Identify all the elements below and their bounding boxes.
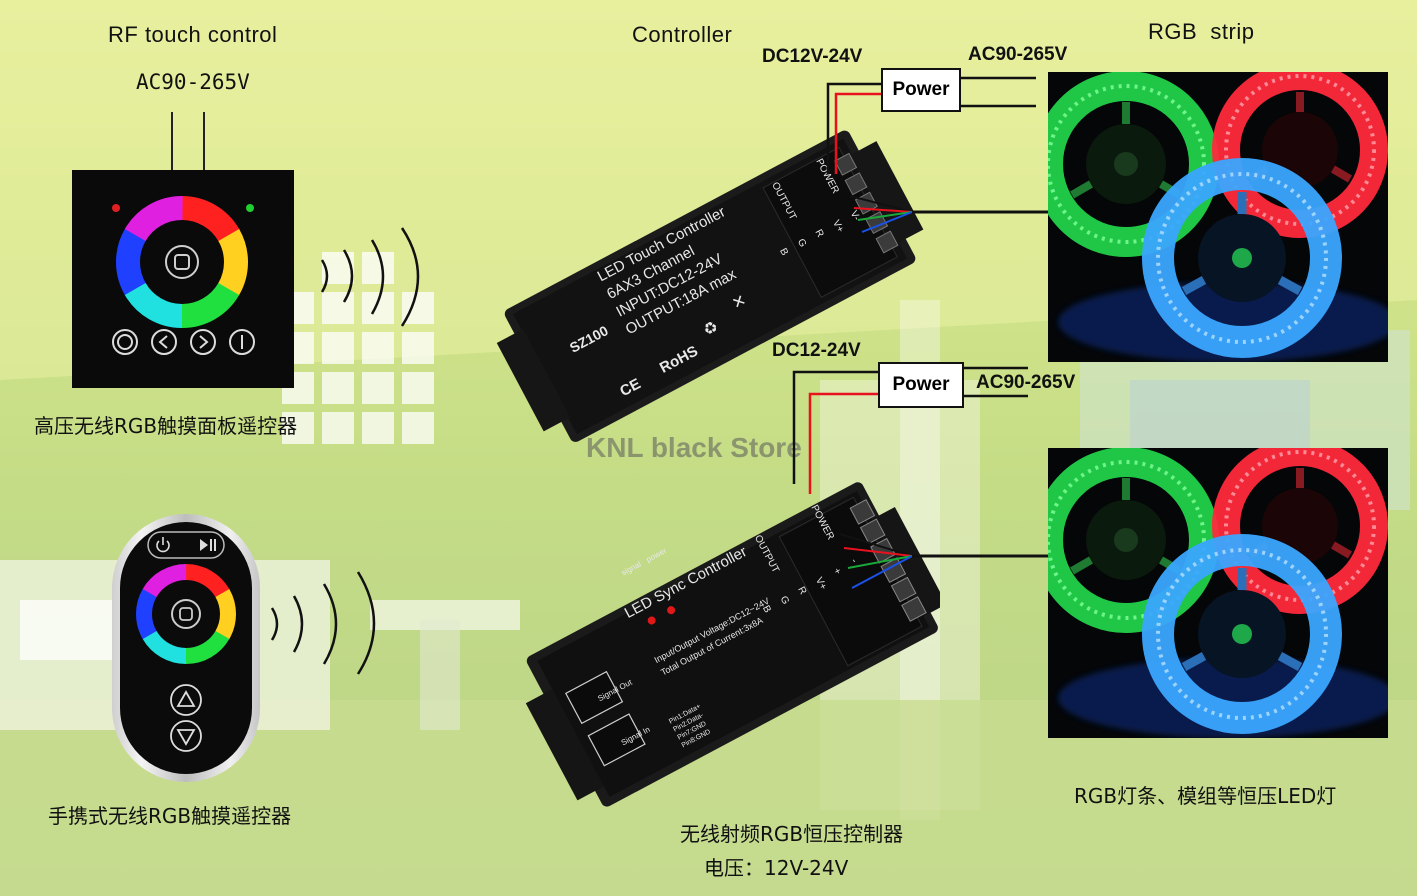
panel-next-button[interactable] <box>190 329 216 355</box>
bottom-ac-label: AC90-265V <box>976 372 1076 393</box>
handheld-remote-shell <box>112 514 260 782</box>
remote-up-button[interactable] <box>170 684 202 716</box>
caption-strips: RGB灯条、模组等恒压LED灯 <box>1074 784 1337 808</box>
signal-in-label: Signal In <box>619 724 652 748</box>
top-wiring <box>826 76 1050 233</box>
remote-down-button[interactable] <box>170 720 202 752</box>
bottom-terminal-label: B <box>759 603 773 615</box>
rohs-mark: RoHS <box>656 342 701 377</box>
remote-power-icon[interactable] <box>156 537 170 553</box>
rgb-strip-panel-top <box>1048 72 1388 362</box>
bottom-dc-label: DC12-24V <box>772 340 861 361</box>
caption-wall-panel: 高压无线RGB触摸面板遥控器 <box>34 414 298 438</box>
weee-bin-icon: ✕ <box>729 291 750 314</box>
color-wheel-icon[interactable] <box>108 188 256 336</box>
top-ac-label: AC90-265V <box>968 44 1068 65</box>
power-supply-bottom: Power <box>878 362 964 408</box>
led-reels-bottom-icon <box>1048 448 1388 738</box>
panel-power-button[interactable] <box>229 329 255 355</box>
panel-mode-button[interactable] <box>112 329 138 355</box>
header-rgb-strip: RGB strip <box>1148 19 1255 44</box>
led-reels-top-icon <box>1048 72 1388 362</box>
panel-green-led-icon <box>246 204 254 212</box>
recycle-icon: ♻ <box>700 318 722 340</box>
remote-color-wheel-icon[interactable] <box>129 557 244 672</box>
panel-mains-wires <box>171 112 205 170</box>
top-output-label: OUTPUT <box>769 180 799 222</box>
bottom-output-label: OUTPUT <box>751 533 781 575</box>
bottom-wiring <box>792 366 1048 589</box>
power-supply-top: Power <box>881 68 961 112</box>
panel-voltage-label: AC90-265V <box>136 70 250 94</box>
handheld-remote <box>120 522 252 774</box>
rgb-strip-panel-bottom <box>1048 448 1388 738</box>
header-rf-touch-control: RF touch control <box>108 22 278 47</box>
ce-mark: CE <box>617 375 644 401</box>
caption-handheld-remote: 手携式无线RGB触摸遥控器 <box>48 804 292 828</box>
panel-prev-button[interactable] <box>151 329 177 355</box>
controller-brand: SZ100 <box>566 322 611 356</box>
signal-out-label: Signal Out <box>596 677 634 704</box>
pin-list: Pin1:Data+ Pin2:Data- Pin7:GND Pin8:GND <box>668 702 716 750</box>
caption-voltage: 电压：12V-24V <box>704 856 849 880</box>
handheld-remote-face <box>129 531 244 752</box>
rf-wave-top-icon <box>320 227 420 327</box>
rf-wave-bottom-icon <box>270 571 376 675</box>
top-dc-label: DC12V-24V <box>762 46 863 67</box>
touch-controller-device <box>496 130 924 442</box>
remote-play-pause-icon[interactable] <box>200 539 216 551</box>
wall-touch-panel <box>72 170 294 388</box>
caption-rf-controller: 无线射频RGB恒压控制器 <box>680 822 904 846</box>
panel-red-led-icon <box>112 204 120 212</box>
wall-touch-panel-face <box>108 188 256 355</box>
sync-controller-device <box>525 482 940 807</box>
header-controller: Controller <box>632 22 733 47</box>
top-terminal-label: B <box>777 246 790 258</box>
watermark: KNL black Store <box>586 432 802 463</box>
